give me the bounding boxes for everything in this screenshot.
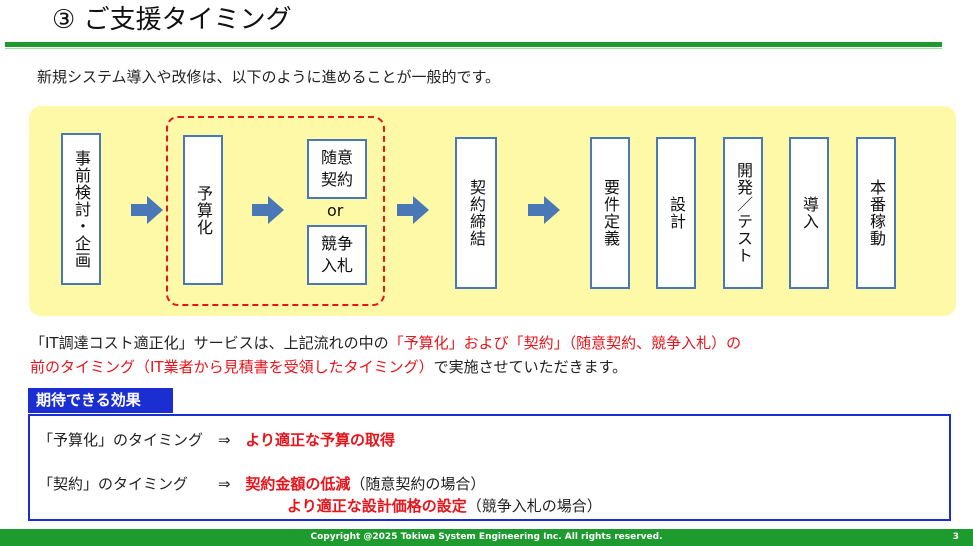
copyright-text: Copyright @2025 Tokiwa System Engineerin… [310,532,663,542]
effect-row-contract: 「契約」のタイミング ⇒ 契約金額の低減（随意契約の場合） [38,473,485,495]
footer-bar: Copyright @2025 Tokiwa System Engineerin… [0,529,973,546]
effect-contract-note-b: （競争入札の場合） [466,497,602,515]
effect-budget-result: より適正な予算の取得 [245,431,396,449]
option-bid-box: 競争 入札 [307,225,367,285]
intro-text: 新規システム導入や改修は、以下のように進めることが一般的です。 [37,68,501,86]
description-line1-b: 「予算化」および「契約」（随意契約、競争入札）の [388,334,742,352]
effect-budget-timing: 「予算化」のタイミング ⇒ [38,431,231,449]
option-negotiated-label: 随意 契約 [320,148,353,189]
arrow-right-icon [397,196,429,224]
effect-contract-note-a: （随意契約の場合） [350,475,486,493]
step-planning-label: 事前検討・企画 [72,149,91,269]
step-budget-label: 予算化 [194,184,213,236]
step-budget-box: 予算化 [183,135,223,285]
option-bid-label: 競争 入札 [320,234,353,275]
description-line2-b: で実施させていただきます。 [433,358,628,376]
step-design-label: 設計 [667,196,686,230]
step-dev-test-box: 開発／テスト [723,137,763,289]
effect-row-budget: 「予算化」のタイミング ⇒ より適正な予算の取得 [38,429,395,451]
expected-effects-label: 期待できる効果 [28,388,173,413]
support-timing-highlight [166,116,385,306]
step-planning-box: 事前検討・企画 [61,133,101,285]
expected-effects-box [28,414,951,521]
arrow-right-icon [528,196,560,224]
step-requirements-box: 要件定義 [590,137,630,289]
step-production-label: 本番稼動 [867,179,886,247]
step-design-box: 設計 [656,137,696,289]
effect-contract-result-a: 契約金額の低減 [245,475,351,493]
page-number: 3 [952,532,959,542]
effect-contract-timing: 「契約」のタイミング ⇒ [38,475,231,493]
arrow-right-icon [131,196,163,224]
or-label: or [327,201,344,220]
page-title: ③ ご支援タイミング [52,5,292,35]
step-requirements-label: 要件定義 [601,179,620,247]
step-introduction-box: 導入 [789,137,829,289]
title-underline [5,42,942,47]
step-introduction-label: 導入 [800,196,819,230]
service-description: 「IT調達コスト適正化」サービスは、上記流れの中の「予算化」および「契約」（随意… [30,331,741,379]
step-contract-label: 契約締結 [467,179,486,247]
step-production-box: 本番稼動 [856,137,896,289]
effect-contract-result-b: より適正な設計価格の設定 [287,497,467,515]
description-line1-a: 「IT調達コスト適正化」サービスは、上記流れの中の [30,334,389,352]
title-underline-thin [5,48,942,49]
description-line2-a: 前のタイミング（IT業者から見積書を受領したタイミング） [30,358,434,376]
step-dev-test-label: 開発／テスト [734,162,753,264]
option-negotiated-box: 随意 契約 [307,139,367,199]
step-contract-box: 契約締結 [455,137,497,289]
effect-row-contract-b: より適正な設計価格の設定（競争入札の場合） [287,495,602,517]
arrow-right-icon [252,196,284,224]
